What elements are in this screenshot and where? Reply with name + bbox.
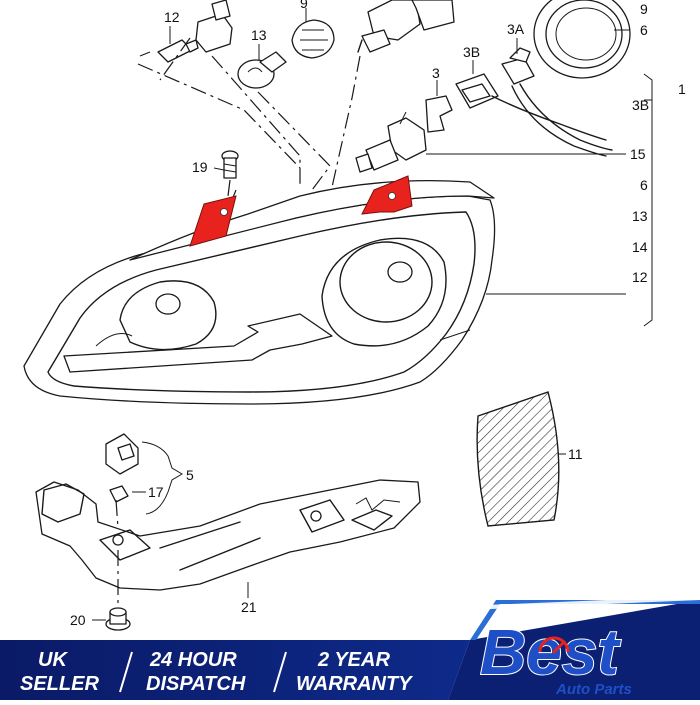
callout-leader-lines (92, 8, 653, 621)
callout-19: 19 (192, 159, 208, 175)
bulb-part-13 (237, 51, 287, 89)
banner-item-warranty-line2: WARRANTY (296, 673, 413, 695)
callout-13-list: 13 (632, 208, 648, 224)
mounting-bracket-21 (35, 479, 421, 608)
callout-12-top: 12 (164, 9, 180, 25)
callout-17: 17 (148, 484, 164, 500)
lamp-socket-part-9 (291, 19, 335, 59)
callout-6-right: 6 (640, 22, 648, 38)
callout-3b-top: 3B (463, 44, 480, 60)
banner-item-uk-seller-line1: UK (38, 649, 68, 671)
bulb-socket-part (195, 0, 233, 53)
bulb-holder-part-12 (139, 39, 199, 63)
callout-3a: 3A (507, 21, 525, 37)
callout-15: 15 (630, 146, 646, 162)
cover-part-11 (476, 391, 560, 527)
callout-9-top: 9 (300, 0, 308, 11)
callout-5: 5 (186, 467, 194, 483)
callout-3: 3 (432, 65, 440, 81)
callout-21: 21 (241, 599, 257, 615)
callout-numbers: 12 9 13 3A 3B 3 9 6 1 3B 15 6 13 14 12 1… (70, 0, 686, 628)
callout-3b-right: 3B (632, 97, 649, 113)
callout-1: 1 (678, 81, 686, 97)
callout-9-right: 9 (640, 1, 648, 17)
speedometer-icon (538, 636, 570, 654)
screw-19 (221, 150, 239, 197)
logo-wordmark: Best (480, 616, 621, 688)
banner-item-dispatch-line2: DISPATCH (146, 673, 246, 695)
banner-item-uk-seller-line2: SELLER (20, 673, 99, 695)
connector-3b (455, 73, 607, 141)
headlight-housing (23, 179, 496, 405)
callout-11: 11 (568, 446, 583, 462)
screw-20 (105, 607, 131, 631)
callout-14-list: 14 (632, 239, 648, 255)
assembly-guide-lines (137, 37, 361, 211)
headlight-cap-ring (533, 0, 631, 79)
clip-part-5 (105, 433, 139, 475)
callout-12-list: 12 (632, 269, 648, 285)
best-auto-parts-logo: Best Auto Parts (479, 615, 632, 698)
callout-20: 20 (70, 612, 86, 628)
headlight-bulb-15 (355, 111, 427, 173)
mounting-tab-right (361, 175, 413, 215)
main-bulb-holder (357, 0, 455, 53)
retaining-bracket-3 (425, 95, 453, 133)
clip-part-17 (109, 485, 129, 503)
banner-item-dispatch-line1: 24 HOUR (149, 649, 237, 671)
promo-banner: UK SELLER 24 HOUR DISPATCH 2 YEAR WARRAN… (0, 596, 700, 700)
callout-13-top: 13 (251, 27, 267, 43)
banner-item-warranty-line1: 2 YEAR (317, 649, 390, 671)
mounting-tabs-highlight (189, 175, 413, 247)
logo-tagline: Auto Parts (555, 681, 632, 698)
callout-6-list: 6 (640, 177, 648, 193)
